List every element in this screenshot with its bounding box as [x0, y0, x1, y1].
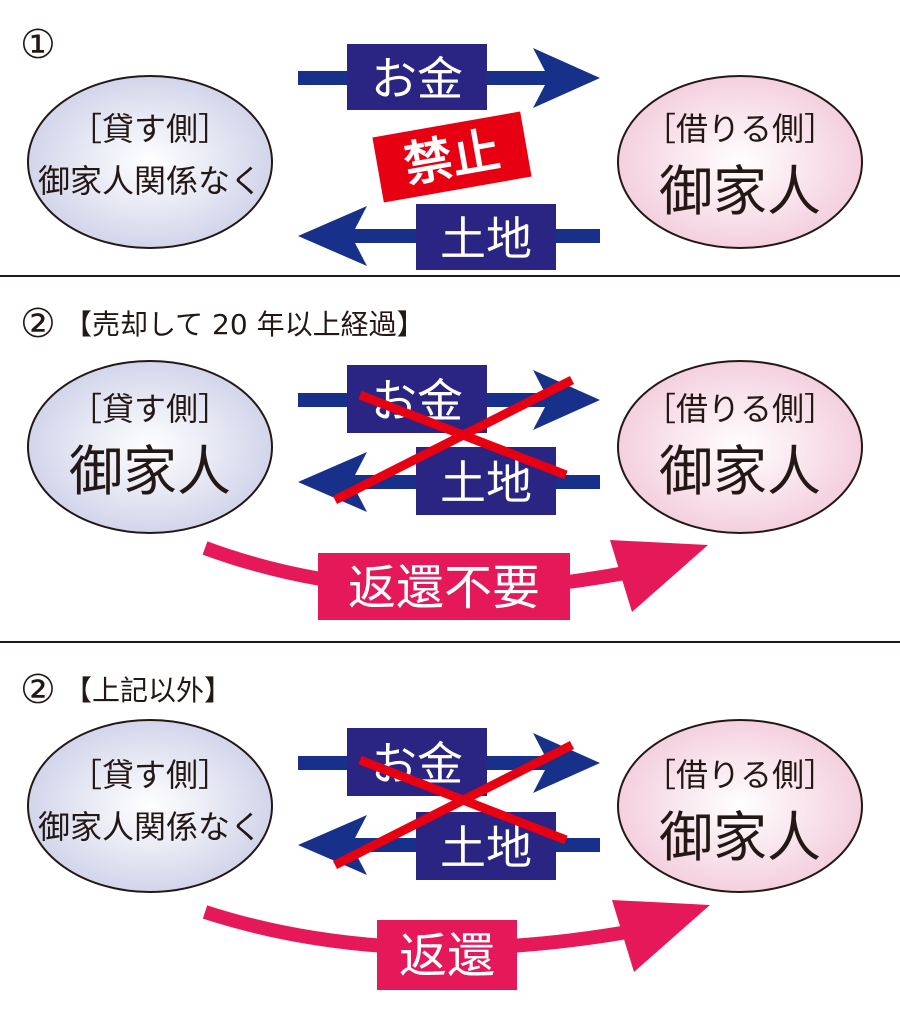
land-label: 土地 — [440, 212, 532, 266]
borrower-name: 御家人 — [659, 806, 821, 869]
result-box — [318, 553, 570, 620]
borrower-label: ［借りる側］ — [644, 110, 836, 148]
lender-label: ［貸す側］ — [70, 756, 230, 794]
result-label: 返還 — [399, 928, 495, 984]
borrower-label: ［借りる側］ — [644, 756, 836, 794]
panel-number: ① — [20, 22, 56, 68]
borrower-ellipse — [617, 75, 863, 249]
panel-3: ② 【上記以外】 ［貸す側］ 御家人関係なく ［借りる側］ 御家人 お金 土地 … — [20, 667, 863, 990]
result-label: 返還不要 — [348, 560, 540, 616]
panel-number: ② — [20, 301, 56, 347]
cross-out-icon — [332, 740, 575, 870]
borrower-name: 御家人 — [659, 160, 821, 223]
borrower-label: ［借りる側］ — [644, 390, 836, 428]
borrower-ellipse — [617, 360, 863, 534]
prohibited-stamp: 禁止 — [372, 111, 532, 203]
panel-2: ② 【売却して 20 年以上経過】 ［貸す側］ 御家人 ［借りる側］ 御家人 お… — [20, 301, 863, 620]
land-box — [416, 204, 556, 270]
lender-label: ［貸す側］ — [70, 110, 230, 148]
lender-label: ［貸す側］ — [70, 390, 230, 428]
borrower-ellipse — [617, 719, 863, 893]
lender-name: 御家人 — [69, 440, 231, 503]
arrow-head-icon — [612, 900, 710, 972]
lender-name: 御家人関係なく — [38, 808, 262, 846]
lender-ellipse — [27, 719, 273, 893]
land-label: 土地 — [440, 821, 532, 875]
lender-name: 御家人関係なく — [38, 162, 262, 200]
panel-1: ① ［貸す側］ 御家人関係なく ［借りる側］ 御家人 お金 土地 禁止 — [20, 22, 863, 270]
cross-out-icon — [332, 375, 575, 505]
money-box — [347, 44, 487, 110]
result-box — [377, 920, 517, 990]
land-label: 土地 — [440, 456, 532, 510]
panel-heading: 【売却して 20 年以上経過】 — [64, 308, 425, 341]
panel-heading: 【上記以外】 — [64, 674, 232, 707]
panel-number: ② — [20, 667, 56, 713]
lender-ellipse — [27, 75, 273, 249]
money-label: お金 — [371, 52, 463, 106]
borrower-name: 御家人 — [659, 440, 821, 503]
lender-ellipse — [27, 360, 273, 534]
arrow-head-icon — [610, 540, 708, 612]
